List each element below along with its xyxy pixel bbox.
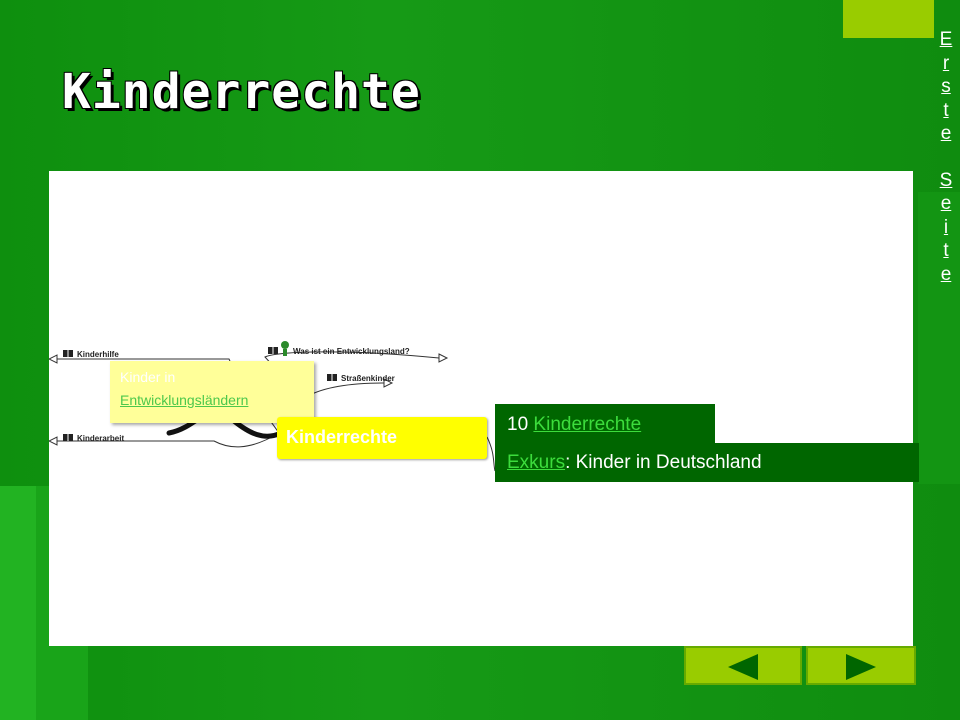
first-page-link-char: S: [939, 169, 953, 191]
prev-button[interactable]: [684, 646, 802, 685]
link-row-prefix: 10: [507, 414, 534, 435]
first-page-link-char: r: [942, 52, 950, 74]
decor-band-left: [0, 486, 36, 720]
page-title: Kinderrechte: [62, 64, 421, 120]
branch-label-strassenkinder[interactable]: Straßenkinder: [341, 374, 395, 383]
first-page-link-char: E: [939, 29, 953, 50]
book-icon: [268, 347, 278, 354]
exkurs-link[interactable]: Exkurs: [507, 452, 566, 473]
arrow-icon: [438, 353, 449, 363]
center-node-kinderrechte[interactable]: Kinderrechte: [277, 417, 487, 459]
branch-label-kinderhilfe[interactable]: Kinderhilfe: [77, 350, 119, 359]
decor-strip-right: [918, 192, 960, 484]
first-page-link-char: e: [940, 123, 952, 144]
first-page-link-char: e: [940, 193, 952, 214]
mindmap: Kinderhilfe Kinderarbeit Was ist ein Ent…: [49, 341, 496, 472]
link-row-kinderrechte: 10 Kinderrechte: [495, 404, 715, 443]
book-icon: [63, 350, 73, 357]
first-page-link-char: t: [943, 99, 949, 121]
arrow-icon: [49, 354, 58, 364]
tooltip-link[interactable]: Entwicklungsländern: [120, 392, 249, 408]
first-page-link-char: t: [943, 240, 949, 261]
tooltip-line1: Kinder in: [120, 369, 176, 385]
arrow-icon: [383, 378, 394, 388]
decor-square-top: [843, 0, 934, 38]
book-icon: [63, 434, 73, 441]
branch-line-links: [486, 436, 496, 472]
next-button[interactable]: [806, 646, 916, 685]
link-row-exkurs: Exkurs: Kinder in Deutschland: [495, 443, 919, 482]
branch-trunk-right: [231, 418, 284, 439]
first-page-link-char: e: [940, 263, 952, 285]
tooltip-kinder-in-entwicklungslaendern: Kinder in Entwicklungsländern: [110, 361, 314, 423]
link-row-suffix: : Kinder in Deutschland: [565, 452, 762, 473]
triangle-left-icon: [728, 654, 758, 680]
branch-label-kinderarbeit[interactable]: Kinderarbeit: [77, 434, 124, 443]
content-panel: Kinderhilfe Kinderarbeit Was ist ein Ent…: [49, 171, 913, 646]
first-page-link[interactable]: E r s t e S e i t e: [934, 28, 958, 286]
book-icon: [327, 374, 337, 381]
first-page-link-char: i: [943, 216, 949, 238]
info-icon: [281, 341, 289, 356]
first-page-link-char: s: [941, 76, 951, 97]
triangle-right-icon: [846, 654, 876, 680]
branch-label-entwicklungsland[interactable]: Was ist ein Entwicklungsland?: [293, 347, 410, 356]
kinderrechte-link[interactable]: Kinderrechte: [533, 414, 642, 435]
first-page-link-gap: [934, 146, 958, 169]
arrow-icon: [49, 436, 58, 446]
